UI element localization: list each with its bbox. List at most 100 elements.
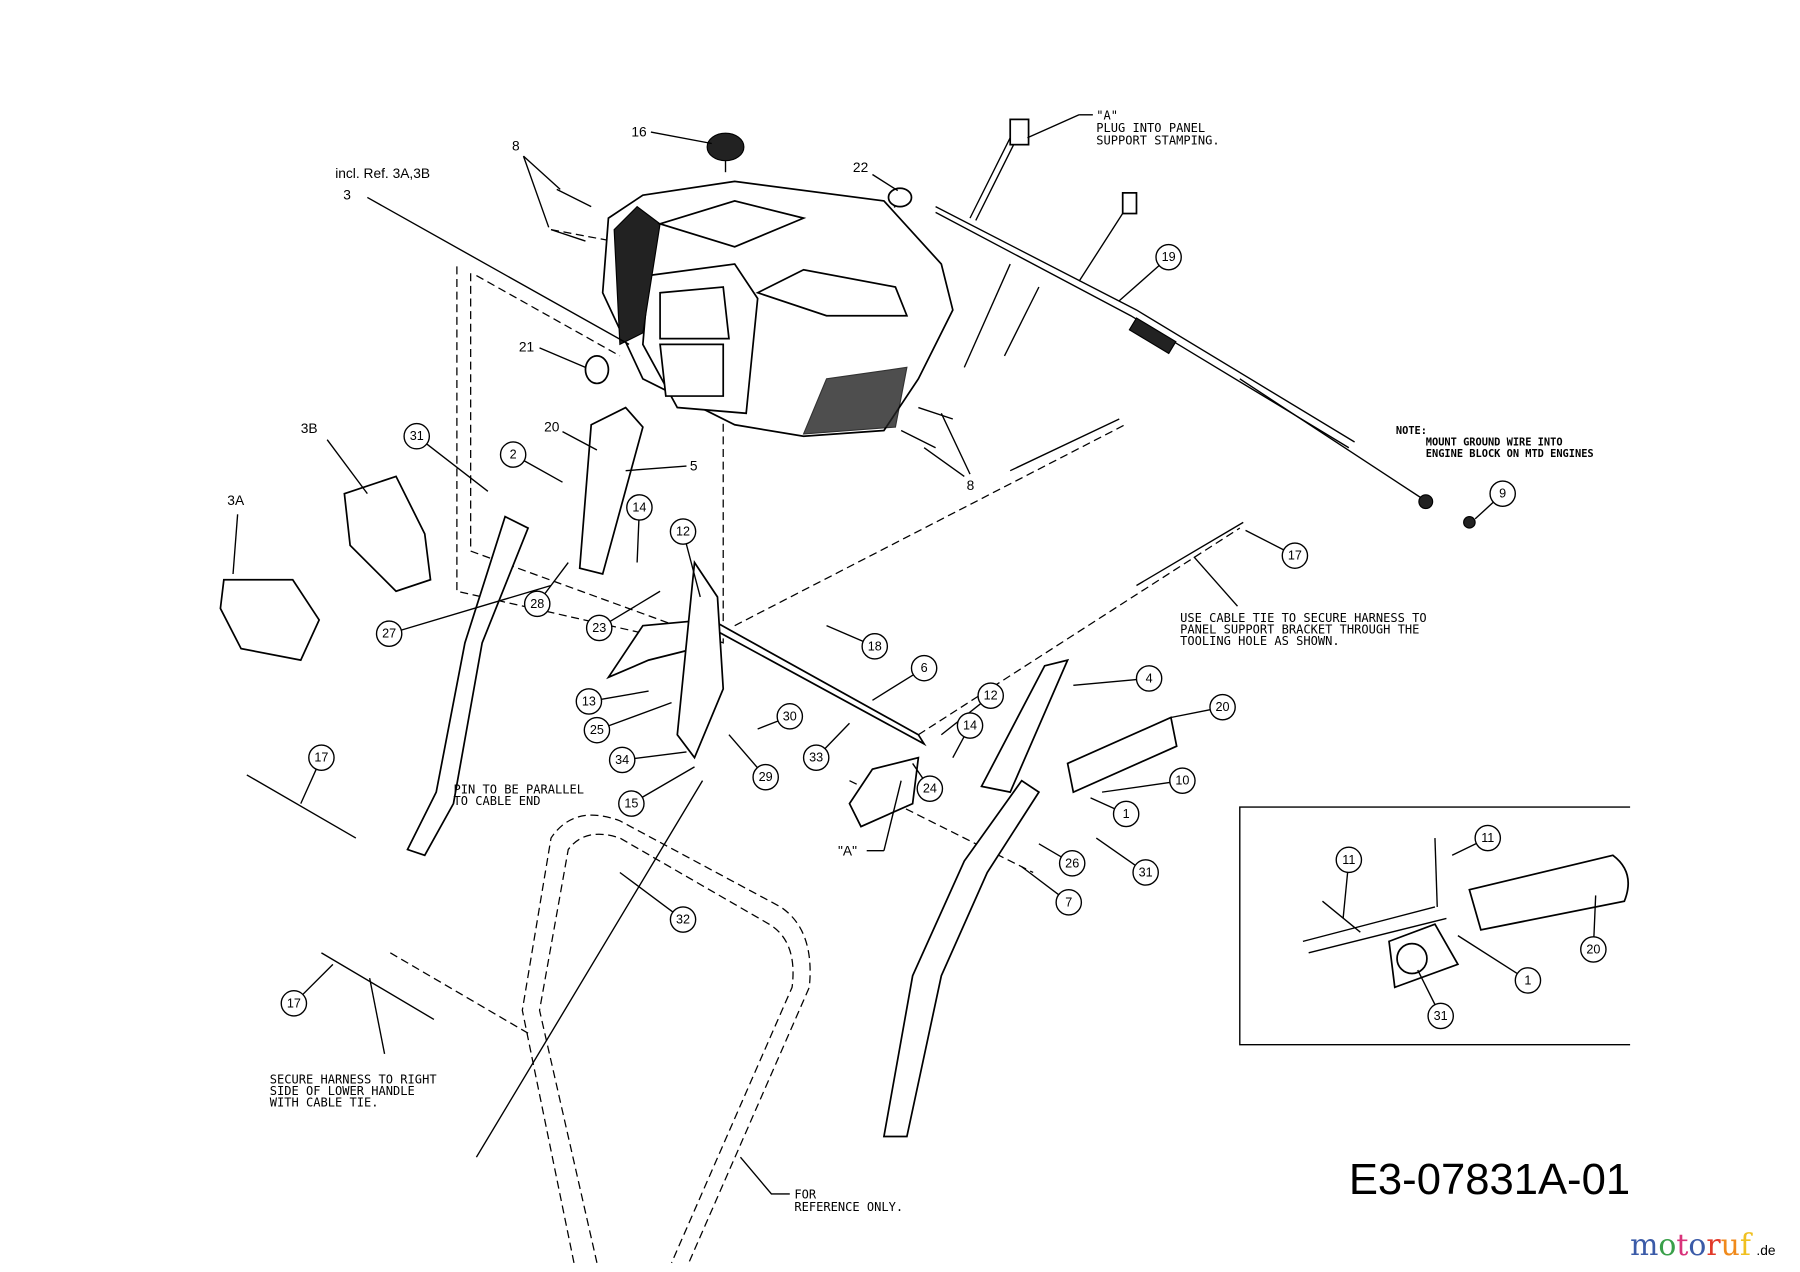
callout-circle <box>956 712 984 739</box>
callout-number: 24 <box>923 782 937 796</box>
callout-1: 1 <box>1090 797 1140 828</box>
callout-number: 12 <box>676 525 690 539</box>
callout-number: 33 <box>809 751 823 765</box>
callout-circle <box>916 775 944 803</box>
callout-label: 21 <box>519 339 534 354</box>
callout-circle <box>626 494 653 521</box>
leader-line <box>601 690 649 700</box>
callout-2: 2 <box>499 441 563 483</box>
callout-circle <box>608 746 636 774</box>
leader-line <box>609 590 661 623</box>
logo-letter: o <box>1658 1228 1676 1263</box>
callout-number: 20 <box>1586 942 1600 956</box>
leader-line <box>685 543 701 598</box>
callout-circle <box>1489 480 1516 507</box>
callout-circle <box>1427 1002 1455 1030</box>
callout-circle <box>1055 889 1083 916</box>
callout-number: 11 <box>1481 831 1494 845</box>
bulb-21 <box>584 355 610 385</box>
note-ground: NOTE: MOUNT GROUND WIRE INTO ENGINE BLOC… <box>1396 425 1594 460</box>
callout-number: 6 <box>921 661 928 675</box>
callout-circle <box>752 763 780 791</box>
callout-25: 25 <box>583 701 672 744</box>
callout-circle <box>1058 849 1086 877</box>
leader-line <box>1457 935 1518 975</box>
note-line: SIDE OF LOWER HANDLE <box>270 1084 415 1098</box>
callout-1: 1 <box>1457 935 1542 994</box>
callout-30: 30 <box>757 703 804 730</box>
callout-number: 20 <box>1216 700 1230 714</box>
callout-circle <box>977 682 1005 710</box>
leader-line <box>952 736 965 759</box>
callout-circle <box>1155 243 1182 271</box>
leader-line <box>1118 265 1160 302</box>
lens-3a <box>219 578 321 662</box>
leader-line <box>757 720 779 730</box>
callout-number: 28 <box>530 597 544 611</box>
leader-line <box>1170 708 1211 719</box>
callout-label: 20 <box>544 420 560 435</box>
callout-7: 7 <box>1021 866 1083 916</box>
callout-29: 29 <box>728 734 780 791</box>
leader-line <box>1090 797 1115 810</box>
callout-number: 17 <box>1288 549 1302 563</box>
wiring-harness-19 <box>935 118 1476 529</box>
note-line: "A" <box>1096 108 1118 122</box>
cable-ties-17 <box>246 418 1244 1021</box>
note-line: TO CABLE END <box>453 794 540 808</box>
callout-circle <box>669 518 697 545</box>
leader-line <box>426 443 489 492</box>
leader-line <box>1593 895 1597 937</box>
callout-18: 18 <box>826 625 889 660</box>
callout-circle <box>1580 936 1607 963</box>
leader-line <box>1021 866 1060 896</box>
note-line: PANEL SUPPORT BRACKET THROUGH THE <box>1180 623 1419 637</box>
incl-ref-label: incl. Ref. 3A,3B <box>335 166 430 181</box>
callout-label: 3 <box>343 188 351 203</box>
callout-circle <box>1169 767 1196 794</box>
leader-line <box>300 768 317 804</box>
callout-number: 32 <box>676 913 690 927</box>
logo-letter: o <box>1688 1228 1706 1263</box>
bracket-3b <box>343 475 432 593</box>
callout-number: 1 <box>1123 807 1130 821</box>
leader-line <box>728 734 758 769</box>
callout-number: 19 <box>1162 250 1176 264</box>
callout-circle <box>1514 967 1542 994</box>
leader-line <box>1038 843 1062 858</box>
leader-line <box>1101 781 1170 793</box>
callout-circle <box>861 633 889 660</box>
callout-circle <box>523 590 551 618</box>
note-line: PIN TO BE PARALLEL <box>453 782 584 796</box>
leader-line <box>302 963 334 995</box>
callout-32: 32 <box>619 871 697 933</box>
note-harness: SECURE HARNESS TO RIGHT SIDE OF LOWER HA… <box>270 977 437 1110</box>
callout-circle <box>308 744 335 772</box>
leader-line <box>1245 529 1284 551</box>
note-line: TOOLING HOLE AS SHOWN. <box>1180 634 1340 648</box>
callout-33: 33 <box>802 722 850 772</box>
panel-support-6 <box>606 560 927 828</box>
callout-14: 14 <box>952 712 984 759</box>
leader-line <box>608 701 672 727</box>
callout-number: 14 <box>632 500 646 514</box>
leader-line <box>619 871 674 913</box>
callout-9: 9 <box>1474 480 1516 520</box>
leader-line <box>641 766 695 798</box>
knob-16 <box>706 132 745 173</box>
callout-number: 26 <box>1065 856 1079 870</box>
note-line: ENGINE BLOCK ON MTD ENGINES <box>1426 448 1594 460</box>
callout-27: 27 <box>375 584 552 648</box>
leader-line <box>1451 842 1477 856</box>
callout-number: 13 <box>582 694 596 708</box>
callout-number: 17 <box>287 996 301 1010</box>
callout-circle <box>375 620 403 648</box>
callout-14: 14 <box>626 494 653 563</box>
callout-circle <box>618 790 645 817</box>
callout-number: 15 <box>624 797 638 811</box>
callout-number: 7 <box>1065 895 1072 909</box>
leader-line <box>636 520 640 563</box>
lower-handle-reference <box>521 814 811 1264</box>
callout-11: 11 <box>1335 846 1363 919</box>
